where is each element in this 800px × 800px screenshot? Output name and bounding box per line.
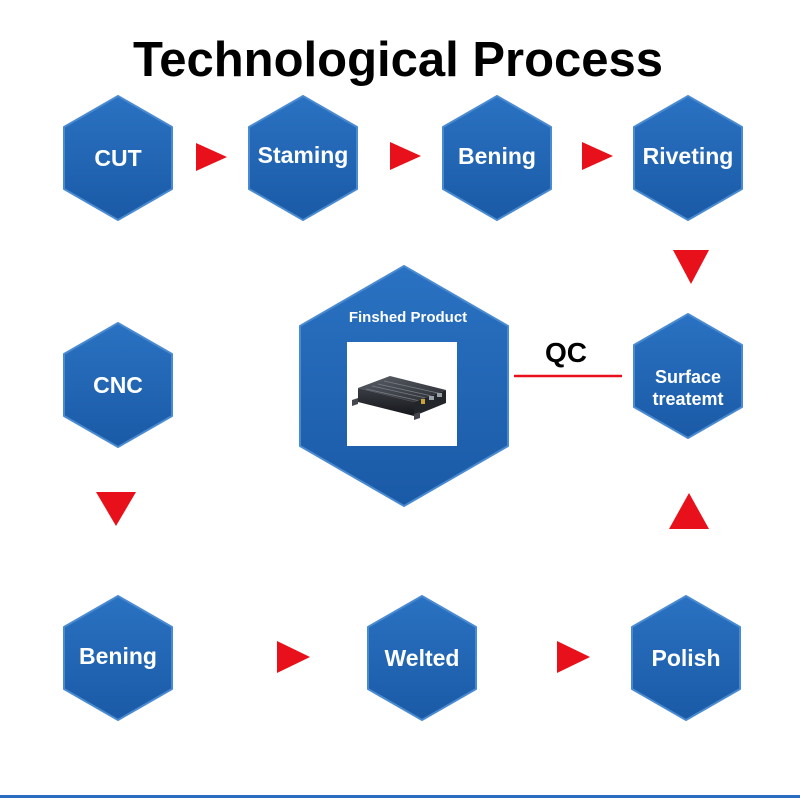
- arrow-right-icon: [277, 641, 310, 673]
- step-label-line2: treatemt: [652, 389, 723, 409]
- step-label: Bening: [458, 143, 536, 169]
- arrow-right-icon: [582, 142, 613, 170]
- arrow-right-icon: [196, 143, 227, 171]
- step-welted: Welted: [367, 595, 477, 721]
- enclosure-box-image: [352, 376, 446, 420]
- arrow-right-icon: [557, 641, 590, 673]
- step-bening-top: Bening: [442, 95, 552, 221]
- hexagon-shape: [63, 95, 173, 221]
- step-label: Polish: [651, 645, 720, 671]
- step-polish: Polish: [631, 595, 741, 721]
- step-surface-treatment: Surface treatemt: [633, 313, 743, 439]
- hexagon-shape: [442, 95, 552, 221]
- hexagon-shape: [63, 595, 173, 721]
- arrow-down-icon: [673, 250, 709, 284]
- step-bening-bottom: Bening: [63, 595, 173, 721]
- step-label: Riveting: [643, 143, 734, 169]
- step-riveting: Riveting: [633, 95, 743, 221]
- hexagon-shape: [248, 95, 358, 221]
- step-label: CNC: [93, 372, 143, 398]
- step-cut: CUT: [63, 95, 173, 221]
- arrow-right-icon: [390, 142, 421, 170]
- step-staming: Staming: [248, 95, 358, 221]
- step-label: Staming: [258, 142, 349, 168]
- hexagon-shape: [367, 595, 477, 721]
- hexagon-shape: [633, 95, 743, 221]
- step-label: Welted: [385, 645, 460, 671]
- arrow-down-icon: [96, 492, 136, 526]
- step-label: Bening: [79, 643, 157, 669]
- bottom-divider: [0, 795, 800, 798]
- product-label: Finshed Product: [349, 309, 467, 326]
- qc-label: QC: [545, 337, 587, 368]
- step-cnc: CNC: [63, 322, 173, 448]
- step-label-line1: Surface: [655, 367, 721, 387]
- step-label: CUT: [94, 145, 141, 171]
- arrow-up-icon: [669, 493, 709, 529]
- hexagon-shape: [633, 313, 743, 439]
- hexagon-shape: [63, 322, 173, 448]
- diagram-title: Technological Process: [133, 33, 663, 87]
- finished-product: Finshed Product: [299, 265, 509, 507]
- hexagon-shape: [631, 595, 741, 721]
